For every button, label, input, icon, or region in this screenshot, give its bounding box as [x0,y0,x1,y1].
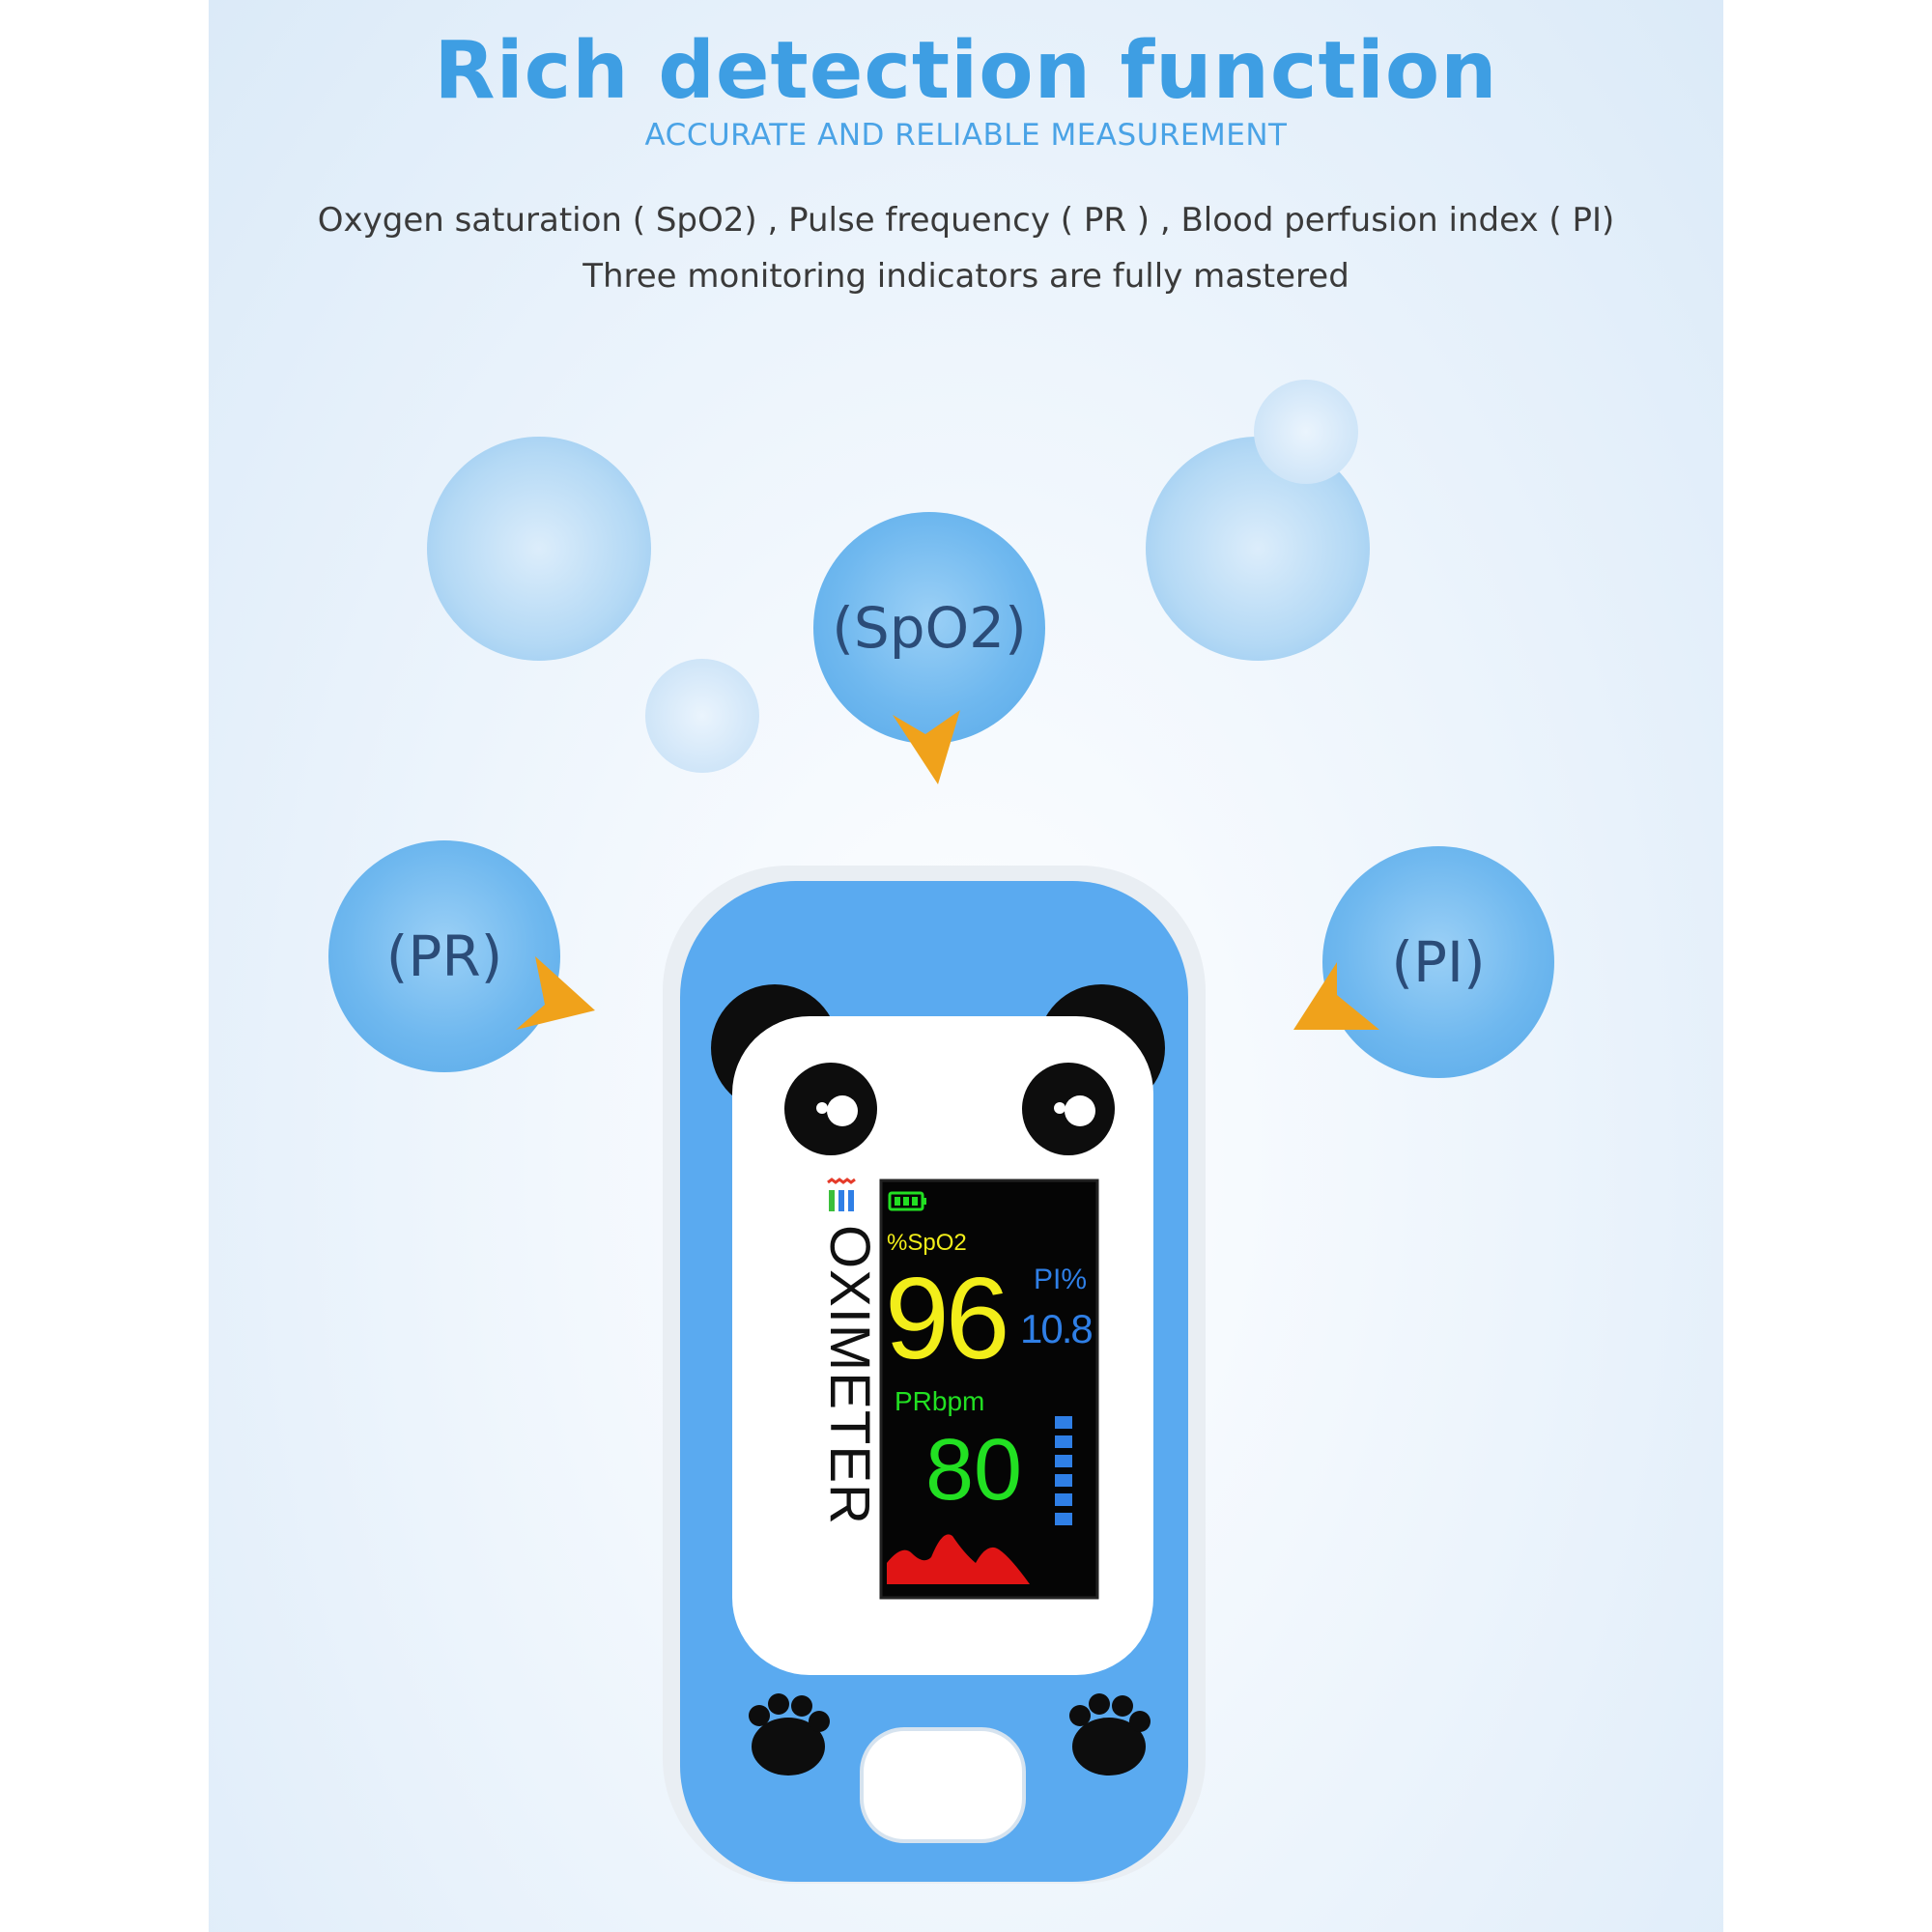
pr-value: 80 [925,1422,1022,1519]
pulse-bar-segment [1055,1493,1072,1506]
pr-label: PRbpm [895,1386,984,1416]
left-paw-icon [749,1693,830,1776]
left-eye-highlight-icon [827,1095,858,1126]
pleth-waveform [887,1534,1030,1584]
spo2-label: %SpO2 [887,1230,967,1256]
page-title: Rich detection function [434,25,1498,117]
decorative-bubble [1254,380,1358,484]
oximeter-brand-label: OXIMETER [818,1225,881,1525]
decorative-bubble [427,437,651,661]
pr-arrow-icon [516,956,595,1030]
pulse-strength-bar [1055,1416,1072,1525]
oled-display [879,1179,1099,1600]
decorative-bubble [645,659,759,773]
description-line-1: Oxygen saturation ( SpO2) , Pulse freque… [317,201,1615,240]
pi-bubble-label: (PI) [1391,929,1486,995]
description-line-2: Three monitoring indicators are fully ma… [582,257,1350,296]
left-eye-dot-icon [816,1102,828,1114]
right-eye-dot-icon [1054,1102,1065,1114]
finger-slot [860,1727,1026,1843]
spo2-bubble-label: (SpO2) [832,595,1027,661]
device-illustration: OXIMETER %SpO2 96 PI% 10.8 PRbpm 80 [516,710,1379,1884]
pi-value: 10.8 [1020,1306,1092,1351]
battery-icon [888,1191,926,1211]
right-eye-highlight-icon [1065,1095,1095,1126]
spo2-bubble: (SpO2) [813,512,1045,744]
signal-lines-icon [827,1178,856,1211]
pulse-bar-segment [1055,1416,1072,1429]
pr-bubble-label: (PR) [385,923,503,989]
spo2-value: 96 [885,1254,1006,1383]
pi-bubble: (PI) [1322,846,1554,1078]
pulse-bar-segment [1055,1455,1072,1467]
pulse-bar-segment [1055,1474,1072,1487]
spo2-arrow-icon [893,710,960,784]
pi-arrow-icon [1293,962,1379,1030]
page-subtitle: ACCURATE AND RELIABLE MEASUREMENT [644,118,1288,153]
product-panel: Rich detection function ACCURATE AND REL… [209,0,1723,1932]
pr-bubble: (PR) [328,840,560,1072]
pulse-bar-segment [1055,1435,1072,1448]
pulse-bar-segment [1055,1513,1072,1525]
pi-label: PI% [1034,1264,1087,1295]
right-paw-icon [1069,1693,1151,1776]
